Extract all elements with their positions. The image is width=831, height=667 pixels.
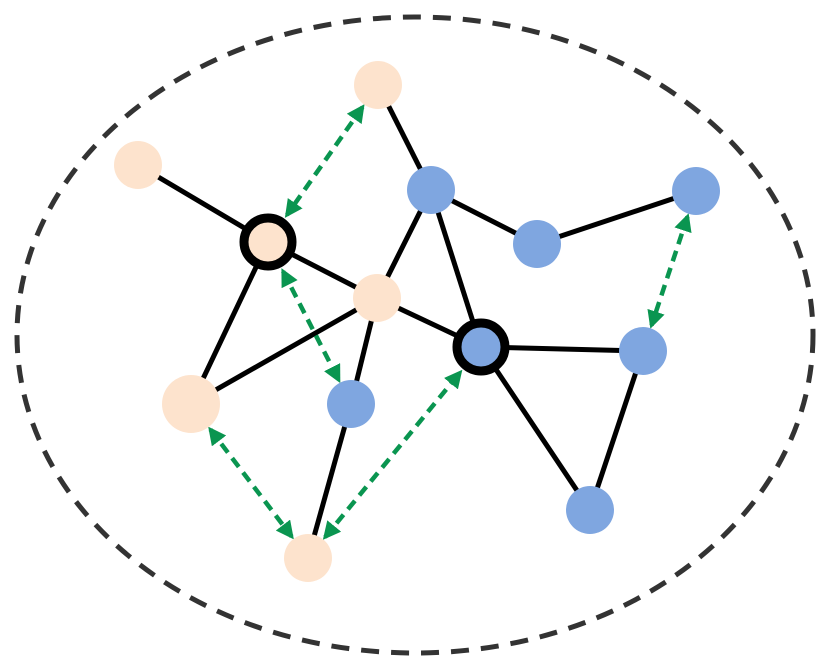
dashed-links-layer	[208, 104, 692, 540]
dashed-link-p3-b5	[281, 268, 341, 384]
node-p5	[162, 375, 220, 433]
dashed-link-b3-b6	[647, 213, 692, 329]
dashed-link-p5-p6	[208, 426, 294, 540]
node-b2	[513, 220, 561, 268]
node-p3-highlighted	[239, 213, 297, 271]
dashed-link-p1-p3	[284, 104, 365, 218]
edge-b4-b7	[478, 345, 593, 512]
edge-b2-b3	[536, 188, 697, 247]
edge-b6-b7	[587, 350, 646, 511]
node-p6	[284, 534, 332, 582]
node-p2	[114, 141, 162, 189]
edge-p3-p5	[188, 240, 271, 406]
node-b7	[566, 486, 614, 534]
node-b6	[619, 327, 667, 375]
node-b1	[407, 166, 455, 214]
node-b4-highlighted	[452, 318, 510, 376]
node-b5	[327, 380, 375, 428]
nodes-layer	[114, 61, 720, 582]
edges-layer	[136, 83, 697, 559]
node-p1	[354, 61, 402, 109]
node-p4	[353, 274, 401, 322]
boundary-ellipse	[14, 14, 816, 656]
node-b3	[672, 167, 720, 215]
